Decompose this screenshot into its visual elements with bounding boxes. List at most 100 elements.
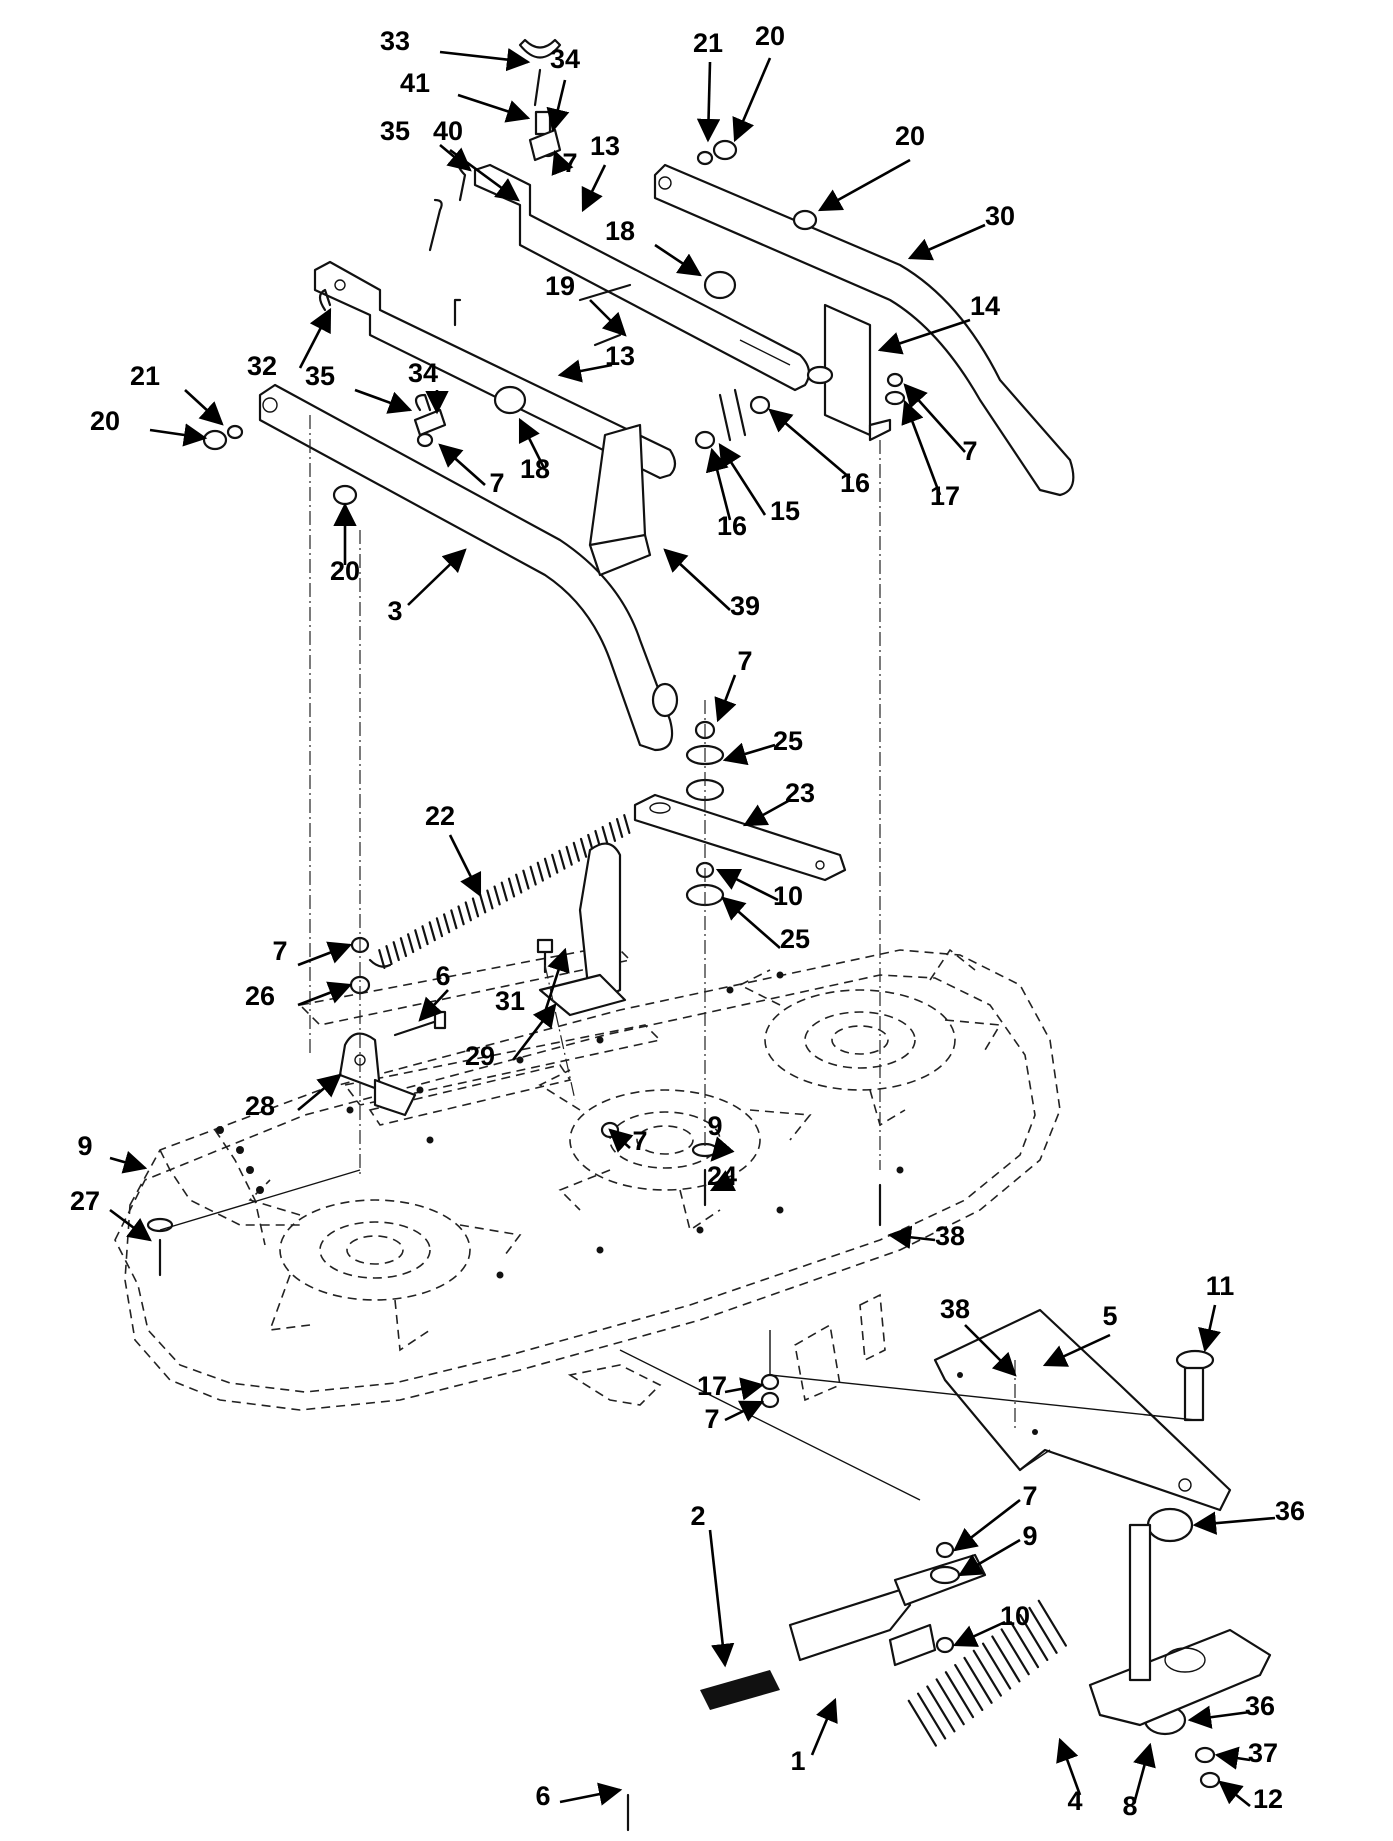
callout-c34b: 34 (408, 358, 449, 415)
callout-c4: 4 (1056, 1737, 1083, 1816)
callout-arrow (722, 742, 776, 766)
callout-arrow (964, 1324, 1017, 1377)
callout-number: 7 (632, 1126, 647, 1156)
callout-c18a: 18 (605, 216, 702, 277)
callout-number: 7 (704, 1404, 719, 1434)
callout-number: 33 (380, 26, 410, 56)
callout-number: 16 (840, 468, 870, 498)
callout-arrow (953, 1498, 1021, 1552)
callout-arrow (1042, 1333, 1111, 1367)
callout-arrow (721, 896, 781, 949)
lift-link-30 (653, 163, 1075, 497)
callout-number: 40 (433, 116, 463, 146)
callout-arrow (418, 989, 449, 1022)
callout-number: 32 (247, 351, 277, 381)
callout-number: 17 (930, 481, 960, 511)
callout-c2: 2 (690, 1501, 735, 1668)
callout-arrow (957, 1538, 1021, 1577)
callout-number: 9 (1022, 1521, 1037, 1551)
callout-arrow (1218, 1780, 1251, 1808)
callout-number: 11 (1206, 1271, 1235, 1301)
callout-number: 30 (985, 201, 1015, 231)
callout-number: 17 (697, 1371, 727, 1401)
callout-c13a: 13 (581, 131, 620, 213)
callout-arrow (438, 443, 486, 486)
callout-number: 36 (1275, 1496, 1305, 1526)
callout-number: 7 (962, 436, 977, 466)
callout-c38a: 38 (887, 1221, 965, 1251)
callout-arrow (710, 1136, 735, 1162)
callout-number: 1 (790, 1746, 805, 1776)
callout-arrow (1214, 1746, 1251, 1770)
callout-arrow (1056, 1737, 1082, 1796)
callout-c10b: 10 (952, 1601, 1030, 1647)
callout-c7h: 7 (953, 1481, 1038, 1552)
callout-arrow (439, 47, 531, 72)
callout-c9c: 9 (957, 1521, 1038, 1577)
callout-c7a: 7 (551, 148, 578, 178)
callout-c3: 3 (387, 548, 467, 626)
callout-c39: 39 (663, 548, 760, 621)
callout-number: 29 (465, 1041, 495, 1071)
callout-c32: 32 (247, 307, 332, 381)
callout-arrow (511, 1003, 557, 1061)
callout-c36a: 36 (1192, 1496, 1305, 1535)
callout-arrow (557, 359, 613, 383)
callout-c7b: 7 (438, 443, 505, 498)
callout-number: 41 (400, 68, 430, 98)
callout-arrow (877, 318, 971, 355)
callout-arrow (589, 299, 627, 337)
callout-c12: 12 (1218, 1780, 1283, 1814)
callout-c34a: 34 (546, 44, 580, 133)
callout-c7g: 7 (704, 1400, 765, 1434)
callout-number: 4 (1067, 1786, 1082, 1816)
callout-number: 13 (605, 341, 635, 371)
callout-arrow (297, 941, 353, 967)
callout-number: 6 (435, 961, 450, 991)
callout-c7d: 7 (714, 646, 753, 723)
callout-arrow (742, 798, 791, 827)
callout-number: 9 (707, 1111, 722, 1141)
callout-arrow (724, 1377, 765, 1401)
base-8 (1088, 1523, 1272, 1727)
callout-c21b: 21 (130, 361, 224, 426)
callout-arrow (714, 674, 737, 723)
callout-arrow (149, 423, 208, 447)
callout-arrow (810, 1697, 838, 1756)
callout-arrow (449, 148, 520, 202)
callout-number: 34 (408, 358, 438, 388)
callout-arrow (407, 548, 467, 606)
callout-arrow (715, 868, 779, 902)
bracket-39 (588, 423, 652, 577)
bracket-14 (806, 303, 892, 442)
callout-c19: 19 (545, 271, 627, 337)
spring-coils (378, 814, 631, 969)
callout-arrow (768, 408, 851, 479)
callout-number: 26 (245, 981, 275, 1011)
callout-number: 7 (562, 148, 577, 178)
callout-c6a: 6 (418, 961, 451, 1022)
callout-arrow (439, 144, 472, 172)
callout-c1: 1 (790, 1697, 838, 1776)
callout-number: 16 (717, 511, 747, 541)
callout-arrow (907, 223, 986, 261)
bushing-36-upper (1146, 1507, 1194, 1543)
callout-c7f: 7 (608, 1126, 648, 1156)
spring-coils (907, 1599, 1067, 1747)
callout-arrow (1187, 1705, 1251, 1729)
callout-arrow (543, 947, 570, 1013)
callout-arrow (581, 164, 607, 213)
callout-c22: 22 (425, 801, 482, 898)
callout-c11: 11 (1198, 1271, 1235, 1353)
callout-number: 38 (940, 1294, 970, 1324)
callout-c5: 5 (1042, 1301, 1118, 1367)
callout-number: 39 (730, 591, 760, 621)
callout-c7e: 7 (272, 936, 353, 967)
callout-c20c: 20 (90, 406, 208, 447)
callout-c9a: 9 (77, 1131, 148, 1174)
callout-c28: 28 (245, 1073, 342, 1121)
callout-number: 9 (77, 1131, 92, 1161)
callout-number: 7 (272, 936, 287, 966)
callout-c25a: 25 (722, 726, 803, 766)
